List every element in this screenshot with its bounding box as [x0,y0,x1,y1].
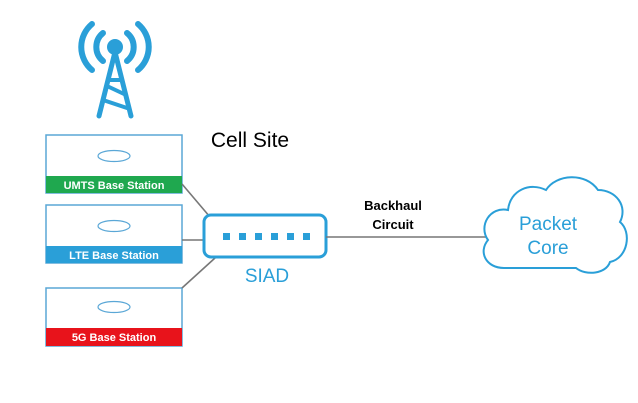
station-label-umts: UMTS Base Station [64,180,165,192]
station-label-5g: 5G Base Station [72,332,157,344]
link-umts-siad [181,183,211,218]
base-station-lte: LTE Base Station [45,204,183,264]
siad-port [271,233,278,240]
cell-tower-icon [78,21,152,119]
siad-label: SIAD [245,266,289,287]
siad-ports [223,233,310,240]
packet-core-line1: Packet [519,214,578,235]
siad-port [303,233,310,240]
siad-port [255,233,262,240]
siad-port [223,233,230,240]
link-5g-siad [181,257,216,289]
backhaul-label-line1: Backhaul [364,198,422,213]
base-station-5g: 5G Base Station [45,287,183,347]
packet-core-line2: Core [527,238,568,259]
backhaul-label-line2: Circuit [372,217,414,232]
base-station-umts: UMTS Base Station [45,134,183,194]
station-links [181,183,216,289]
cloud-icon [482,176,628,274]
siad-port [239,233,246,240]
siad-switch [202,213,328,259]
siad-port [287,233,294,240]
cell-site-label: Cell Site [211,129,289,152]
station-label-lte: LTE Base Station [69,250,159,262]
